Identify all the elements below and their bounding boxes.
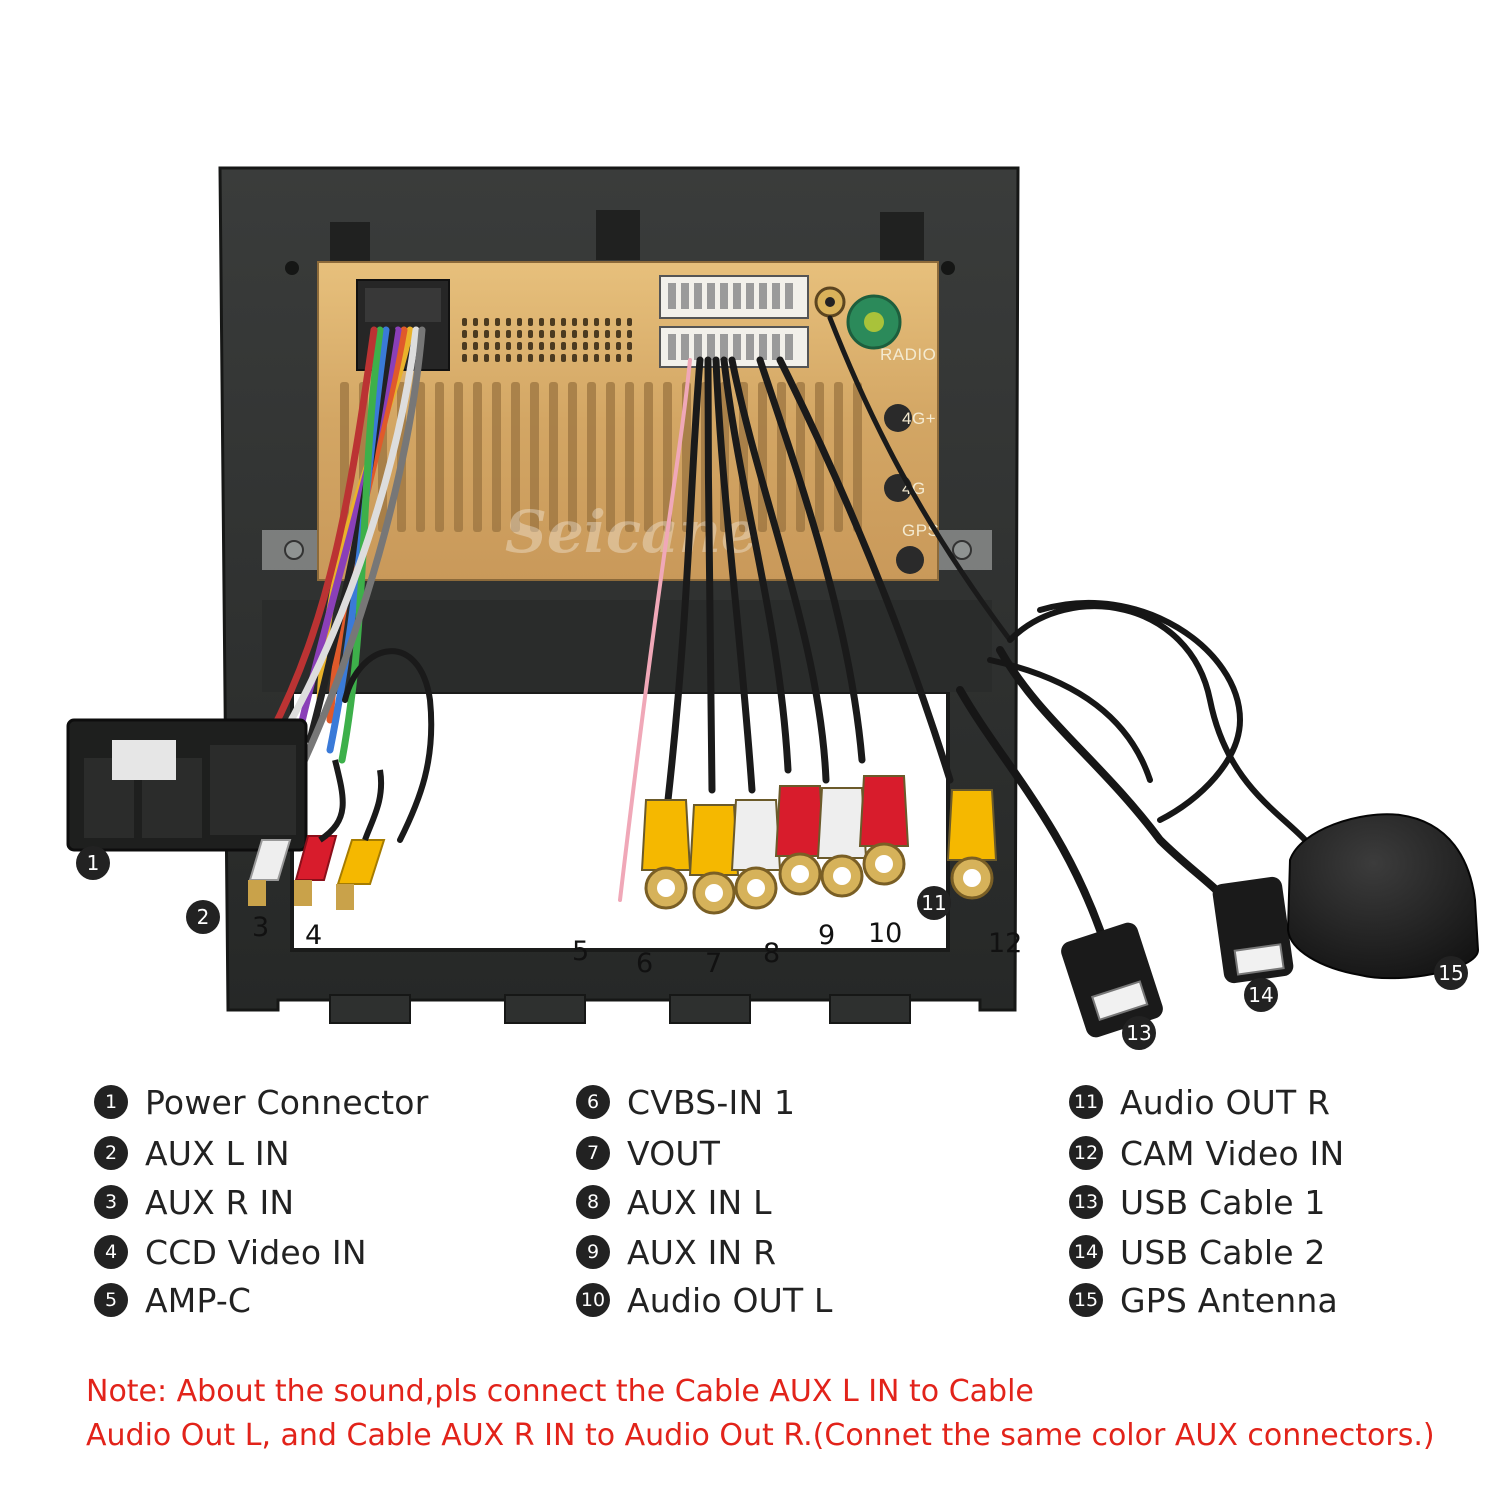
legend-number: 15 xyxy=(1069,1283,1103,1317)
legend-label: CVBS-IN 1 xyxy=(627,1082,796,1122)
legend-label: USB Cable 1 xyxy=(1120,1182,1326,1222)
legend-label: Audio OUT L xyxy=(627,1280,833,1320)
legend-number: 4 xyxy=(94,1235,128,1269)
note-line-1: Note: About the sound,pls connect the Ca… xyxy=(86,1374,1034,1409)
power-connector xyxy=(66,718,308,852)
legend-label: AUX R IN xyxy=(145,1182,295,1222)
legend-label: AUX L IN xyxy=(145,1133,290,1173)
legend-item: 3 AUX R IN xyxy=(94,1182,294,1222)
legend-item: 12 CAM Video IN xyxy=(1069,1133,1344,1173)
callout-7: 7 xyxy=(705,948,723,979)
legend-item: 4 CCD Video IN xyxy=(94,1232,367,1272)
callout-13: 13 xyxy=(1122,1016,1156,1050)
legend-label: AUX IN L xyxy=(627,1182,772,1222)
legend-item: 10 Audio OUT L xyxy=(576,1280,833,1320)
legend-number: 1 xyxy=(94,1085,128,1119)
legend-item: 9 AUX IN R xyxy=(576,1232,776,1272)
legend-number: 11 xyxy=(1069,1085,1103,1119)
watermark: Seicane xyxy=(505,498,758,566)
legend-label: GPS Antenna xyxy=(1120,1280,1338,1320)
legend-item: 15 GPS Antenna xyxy=(1069,1280,1338,1320)
legend-item: 1 Power Connector xyxy=(94,1082,428,1122)
radio-port-label: RADIO xyxy=(880,345,936,364)
callout-1: 1 xyxy=(76,846,110,880)
legend-item: 11 Audio OUT R xyxy=(1069,1082,1330,1122)
legend-label: USB Cable 2 xyxy=(1120,1232,1326,1272)
legend-number: 3 xyxy=(94,1185,128,1219)
4g-plus-port-label: 4G+ xyxy=(902,409,936,428)
callout-10: 10 xyxy=(868,918,903,949)
legend-number: 2 xyxy=(94,1136,128,1170)
usb-cable-2 xyxy=(1212,876,1294,984)
chassis: RADIO 4G+ 4G GPS Seicane xyxy=(317,261,939,581)
legend-item: 7 VOUT xyxy=(576,1133,720,1173)
legend-number: 13 xyxy=(1069,1185,1103,1219)
power-harness xyxy=(266,326,435,843)
legend-item: 14 USB Cable 2 xyxy=(1069,1232,1326,1272)
callout-8: 8 xyxy=(763,938,781,969)
legend-number: 5 xyxy=(94,1283,128,1317)
legend-label: AUX IN R xyxy=(627,1232,777,1272)
legend-number: 7 xyxy=(576,1136,610,1170)
gps-antenna xyxy=(1286,813,1480,980)
legend-item: 8 AUX IN L xyxy=(576,1182,772,1222)
legend-item: 6 CVBS-IN 1 xyxy=(576,1082,795,1122)
note-line-2: Audio Out L, and Cable AUX R IN to Audio… xyxy=(86,1418,1435,1453)
center-cables xyxy=(618,315,1013,902)
legend-label: CAM Video IN xyxy=(1120,1133,1345,1173)
legend-item: 5 AMP-C xyxy=(94,1280,251,1320)
callout-11: 11 xyxy=(917,886,951,920)
callout-15: 15 xyxy=(1434,956,1468,990)
legend-number: 9 xyxy=(576,1235,610,1269)
callout-6: 6 xyxy=(636,948,654,979)
legend-number: 10 xyxy=(576,1283,610,1317)
legend-label: VOUT xyxy=(627,1133,721,1173)
legend-number: 12 xyxy=(1069,1136,1103,1170)
callout-9: 9 xyxy=(818,920,836,951)
callout-5: 5 xyxy=(572,936,590,967)
callout-4: 4 xyxy=(305,920,323,951)
legend-label: CCD Video IN xyxy=(145,1232,367,1272)
rca-center-group xyxy=(640,775,998,915)
rca-left-group xyxy=(248,759,386,910)
usb-cable-1 xyxy=(1061,922,1163,1038)
legend-label: Audio OUT R xyxy=(1120,1082,1331,1122)
legend-label: AMP-C xyxy=(145,1280,252,1320)
legend-item: 2 AUX L IN xyxy=(94,1133,290,1173)
callout-2: 2 xyxy=(186,900,220,934)
callout-12: 12 xyxy=(988,928,1023,959)
legend-label: Power Connector xyxy=(145,1082,429,1122)
legend-number: 8 xyxy=(576,1185,610,1219)
legend-number: 14 xyxy=(1069,1235,1103,1269)
legend-number: 6 xyxy=(576,1085,610,1119)
legend-item: 13 USB Cable 1 xyxy=(1069,1182,1326,1222)
callout-3: 3 xyxy=(252,912,270,943)
callout-14: 14 xyxy=(1244,978,1278,1012)
